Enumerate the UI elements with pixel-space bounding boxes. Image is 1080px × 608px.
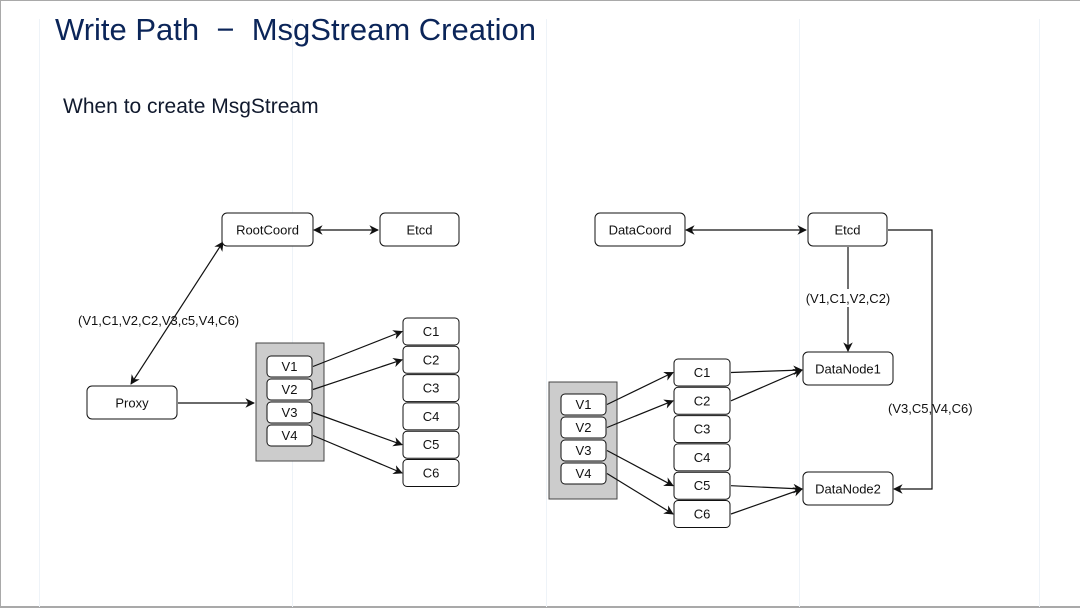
svg-text:C5: C5 (423, 437, 440, 452)
channel-c1[interactable]: C1 (673, 358, 731, 387)
svg-text:Etcd: Etcd (834, 223, 860, 238)
slide-border-left (0, 0, 1, 608)
edge-label-datanode2: (V3,C5,V4,C6) (888, 401, 973, 416)
edge-label-channel-map: (V1,C1,V2,C2,V3,c5,V4,C6) (78, 313, 239, 328)
svg-text:V4: V4 (576, 466, 592, 481)
consume-arrow (730, 369, 803, 402)
mapping-arrow (606, 371, 674, 406)
channel-c4[interactable]: C4 (673, 443, 731, 472)
vchannel-v3[interactable]: V3 (266, 401, 313, 424)
svg-text:C1: C1 (694, 365, 711, 380)
channel-c1[interactable]: C1 (402, 317, 460, 346)
node-etcd[interactable]: Etcd (807, 212, 888, 247)
right-diagram: (V1,C1,V2,C2) (V3,C5,V4,C6) DataCoord Et… (548, 212, 973, 528)
mapping-arrow (312, 357, 403, 391)
channel-c5[interactable]: C5 (402, 430, 460, 459)
svg-text:V2: V2 (282, 382, 298, 397)
vchannel-v1[interactable]: V1 (266, 355, 313, 378)
channel-c6[interactable]: C6 (402, 459, 460, 487)
node-datacoord[interactable]: DataCoord (594, 212, 686, 247)
svg-text:DataNode1: DataNode1 (815, 362, 881, 377)
channel-c2[interactable]: C2 (402, 345, 460, 374)
svg-text:C6: C6 (694, 507, 711, 522)
guide-line (39, 19, 40, 607)
svg-text:V1: V1 (282, 359, 298, 374)
mapping-arrow (312, 330, 403, 368)
svg-text:C1: C1 (423, 324, 440, 339)
node-datanode2[interactable]: DataNode2 (802, 471, 894, 506)
channel-c6[interactable]: C6 (673, 500, 731, 528)
mapping-arrow (606, 472, 674, 515)
svg-text:V4: V4 (282, 428, 298, 443)
edge-label-datanode1: (V1,C1,V2,C2) (806, 291, 891, 306)
vchannel-v1[interactable]: V1 (560, 393, 607, 416)
guide-line (799, 19, 800, 607)
svg-text:V2: V2 (576, 420, 592, 435)
node-etcd[interactable]: Etcd (379, 212, 460, 247)
channel-c2[interactable]: C2 (673, 386, 731, 415)
slide-border-bottom (0, 606, 1080, 608)
slide-title: Write Path − MsgStream Creation (55, 12, 536, 47)
node-rootcoord[interactable]: RootCoord (221, 212, 314, 247)
slide-border-top (0, 0, 1080, 1)
svg-text:Proxy: Proxy (115, 396, 149, 411)
mapping-arrow (312, 411, 403, 447)
svg-text:C2: C2 (423, 352, 440, 367)
svg-text:V1: V1 (576, 397, 592, 412)
edge-rootcoord-proxy (130, 241, 224, 385)
channel-c4[interactable]: C4 (402, 402, 460, 431)
left-diagram: (V1,C1,V2,C2,V3,c5,V4,C6) RootCoord Etcd… (78, 212, 460, 487)
vchannel-v2[interactable]: V2 (266, 378, 313, 401)
svg-text:C5: C5 (694, 478, 711, 493)
slide-subtitle: When to create MsgStream (63, 95, 319, 118)
svg-text:V3: V3 (282, 405, 298, 420)
guide-line (1039, 19, 1040, 607)
vchannel-v4[interactable]: V4 (266, 424, 313, 447)
mapping-arrow (606, 449, 674, 487)
vchannel-v2[interactable]: V2 (560, 416, 607, 439)
svg-text:C4: C4 (423, 409, 440, 424)
consume-arrow (730, 487, 803, 515)
svg-text:V3: V3 (576, 443, 592, 458)
svg-text:C3: C3 (694, 422, 711, 437)
mapping-arrow (312, 434, 403, 475)
consume-arrow (730, 365, 803, 376)
guide-line (546, 19, 547, 607)
svg-text:C3: C3 (423, 381, 440, 396)
svg-text:RootCoord: RootCoord (236, 223, 299, 238)
guide-line (292, 19, 293, 607)
channel-c3[interactable]: C3 (673, 415, 731, 444)
vchannel-v3[interactable]: V3 (560, 439, 607, 462)
consume-arrow (730, 483, 803, 494)
mapping-arrow (606, 399, 674, 429)
vchannel-v4[interactable]: V4 (560, 462, 607, 485)
svg-text:DataCoord: DataCoord (609, 223, 672, 238)
svg-text:C6: C6 (423, 466, 440, 481)
label-bg (805, 289, 891, 307)
svg-text:C2: C2 (694, 393, 711, 408)
node-datanode1[interactable]: DataNode1 (802, 351, 894, 386)
edge-etcd-datanode2 (888, 229, 933, 494)
channel-c5[interactable]: C5 (673, 471, 731, 500)
node-proxy[interactable]: Proxy (86, 385, 178, 420)
channel-c3[interactable]: C3 (402, 374, 460, 403)
svg-text:C4: C4 (694, 450, 711, 465)
svg-text:DataNode2: DataNode2 (815, 482, 881, 497)
svg-text:Etcd: Etcd (406, 223, 432, 238)
